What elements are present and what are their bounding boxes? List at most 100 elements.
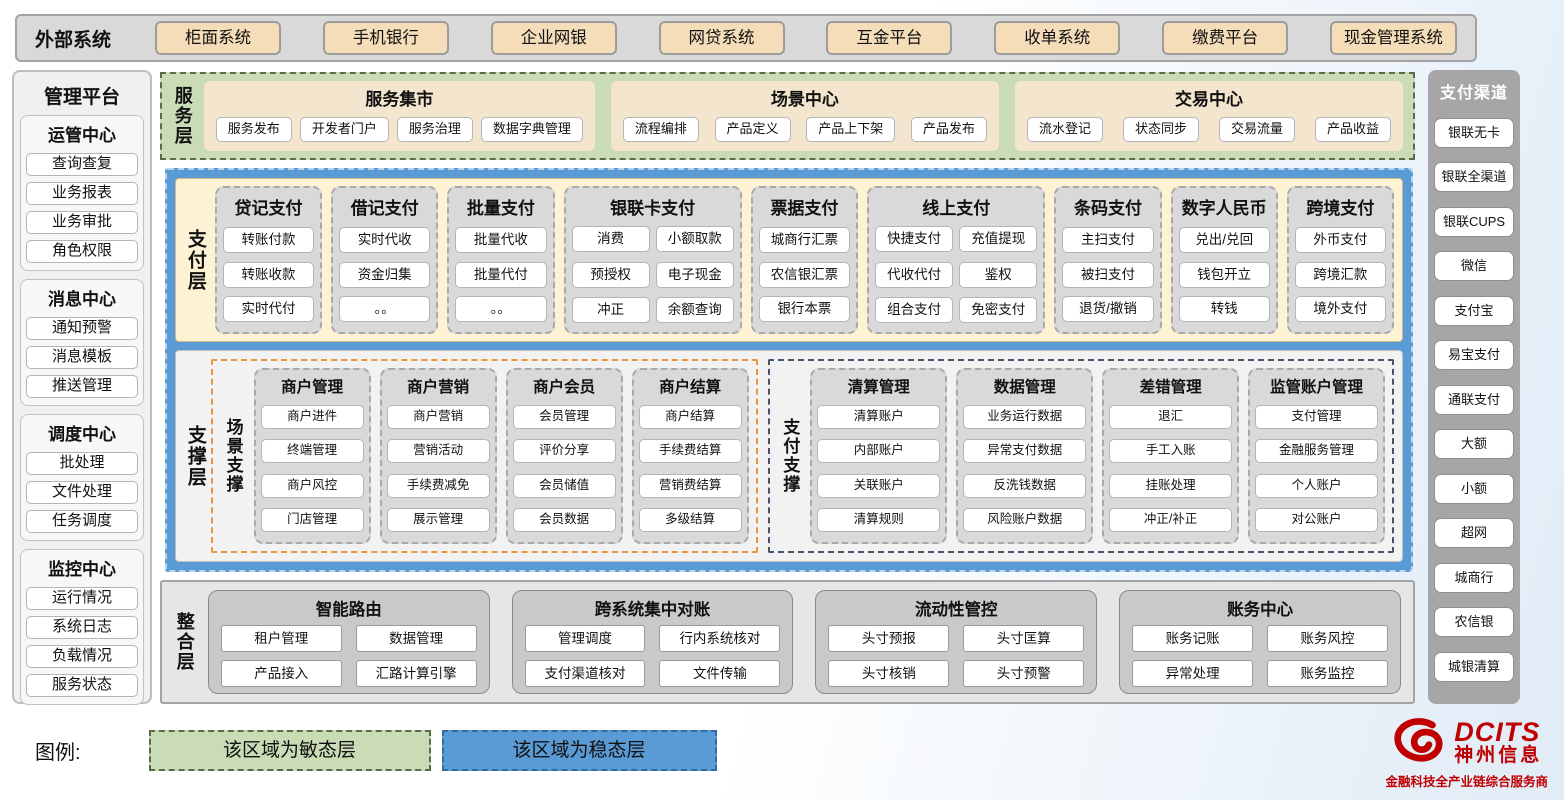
- service-item-button[interactable]: 交易流量: [1218, 116, 1295, 142]
- management-item-button[interactable]: 通知预警: [26, 317, 138, 340]
- support-item-button[interactable]: 手续费结算: [638, 439, 742, 464]
- payment-channel-button[interactable]: 银联CUPS: [1434, 206, 1514, 237]
- support-item-button[interactable]: 反洗钱数据: [963, 473, 1087, 498]
- payment-channel-button[interactable]: 超网: [1434, 518, 1514, 548]
- support-item-button[interactable]: 终端管理: [260, 439, 364, 464]
- integration-item-button[interactable]: 异常处理: [1132, 660, 1254, 687]
- management-item-button[interactable]: 任务调度: [26, 510, 138, 533]
- support-item-button[interactable]: 手续费减免: [386, 473, 490, 498]
- payment-item-button[interactable]: 外币支付: [1294, 226, 1386, 253]
- payment-item-button[interactable]: 电子现金: [655, 261, 734, 288]
- payment-item-button[interactable]: 转账收款: [222, 261, 315, 288]
- integration-item-button[interactable]: 账务记账: [1132, 625, 1254, 652]
- payment-item-button[interactable]: 退货/撤销: [1062, 296, 1154, 323]
- payment-item-button[interactable]: 实时代付: [222, 296, 315, 323]
- payment-item-button[interactable]: 批量代付: [455, 261, 547, 288]
- payment-item-button[interactable]: 实时代收: [339, 226, 431, 253]
- payment-channel-button[interactable]: 城银清算: [1434, 651, 1514, 682]
- support-item-button[interactable]: 异常支付数据: [963, 439, 1087, 464]
- payment-channel-button[interactable]: 农信银: [1434, 607, 1514, 637]
- payment-item-button[interactable]: 兑出/兑回: [1178, 226, 1270, 253]
- payment-channel-button[interactable]: 城商行: [1434, 562, 1514, 593]
- support-item-button[interactable]: 清算规则: [817, 507, 941, 532]
- payment-item-button[interactable]: 转钱: [1178, 296, 1270, 323]
- payment-channel-button[interactable]: 银联全渠道: [1434, 162, 1514, 192]
- support-item-button[interactable]: 挂账处理: [1109, 473, 1233, 498]
- payment-item-button[interactable]: 农信银汇票: [758, 261, 851, 288]
- payment-item-button[interactable]: 小额取款: [655, 226, 734, 253]
- management-item-button[interactable]: 负载情况: [26, 645, 138, 668]
- integration-item-button[interactable]: 汇路计算引擎: [355, 660, 477, 687]
- external-system-button[interactable]: 缴费平台: [1162, 21, 1289, 55]
- payment-item-button[interactable]: 主扫支付: [1062, 226, 1154, 253]
- payment-item-button[interactable]: 冲正: [571, 296, 650, 323]
- service-item-button[interactable]: 状态同步: [1122, 116, 1199, 142]
- integration-item-button[interactable]: 头寸匡算: [963, 625, 1085, 652]
- payment-item-button[interactable]: 批量代收: [455, 226, 547, 253]
- payment-channel-button[interactable]: 通联支付: [1434, 384, 1514, 415]
- integration-item-button[interactable]: 头寸预报: [828, 625, 950, 652]
- payment-item-button[interactable]: 鉴权: [959, 261, 1038, 288]
- integration-item-button[interactable]: 产品接入: [220, 660, 342, 687]
- support-item-button[interactable]: 会员储值: [512, 473, 616, 498]
- support-item-button[interactable]: 会员管理: [512, 405, 616, 430]
- support-item-button[interactable]: 清算账户: [817, 405, 941, 430]
- support-item-button[interactable]: 内部账户: [817, 439, 941, 464]
- management-item-button[interactable]: 系统日志: [26, 616, 138, 639]
- support-item-button[interactable]: 营销费结算: [638, 473, 742, 498]
- management-item-button[interactable]: 角色权限: [26, 240, 138, 263]
- payment-channel-button[interactable]: 大额: [1434, 429, 1514, 459]
- payment-item-button[interactable]: 银行本票: [758, 296, 851, 323]
- external-system-button[interactable]: 手机银行: [322, 21, 449, 55]
- service-item-button[interactable]: 流水登记: [1026, 116, 1103, 142]
- support-item-button[interactable]: 对公账户: [1255, 507, 1379, 532]
- payment-item-button[interactable]: 消费: [571, 226, 650, 253]
- integration-item-button[interactable]: 数据管理: [355, 625, 477, 652]
- integration-item-button[interactable]: 文件传输: [659, 660, 781, 687]
- payment-item-button[interactable]: 充值提现: [959, 226, 1038, 253]
- support-item-button[interactable]: 冲正/补正: [1109, 507, 1233, 532]
- payment-item-button[interactable]: 余额查询: [655, 296, 734, 323]
- payment-item-button[interactable]: 快捷支付: [875, 226, 954, 253]
- support-item-button[interactable]: 评价分享: [512, 439, 616, 464]
- payment-item-button[interactable]: 免密支付: [959, 296, 1038, 323]
- service-item-button[interactable]: 服务发布: [215, 116, 292, 142]
- payment-item-button[interactable]: 代收代付: [875, 261, 954, 288]
- external-system-button[interactable]: 网贷系统: [658, 21, 785, 55]
- external-system-button[interactable]: 现金管理系统: [1329, 21, 1457, 55]
- management-item-button[interactable]: 业务审批: [26, 211, 138, 234]
- external-system-button[interactable]: 互金平台: [826, 21, 953, 55]
- support-item-button[interactable]: 营销活动: [386, 439, 490, 464]
- support-item-button[interactable]: 金融服务管理: [1255, 439, 1379, 464]
- management-item-button[interactable]: 查询查复: [26, 153, 138, 176]
- payment-channel-button[interactable]: 小额: [1434, 473, 1514, 504]
- integration-item-button[interactable]: 头寸预警: [963, 660, 1085, 687]
- support-item-button[interactable]: 业务运行数据: [963, 405, 1087, 430]
- external-system-button[interactable]: 企业网银: [490, 21, 617, 55]
- service-item-button[interactable]: 服务治理: [396, 116, 473, 142]
- service-item-button[interactable]: 产品定义: [714, 116, 791, 142]
- support-item-button[interactable]: 退汇: [1109, 405, 1233, 430]
- external-system-button[interactable]: 收单系统: [994, 21, 1121, 55]
- payment-channel-button[interactable]: 支付宝: [1434, 295, 1514, 326]
- payment-item-button[interactable]: 。。: [455, 296, 547, 323]
- support-item-button[interactable]: 风险账户数据: [963, 507, 1087, 532]
- support-item-button[interactable]: 商户营销: [386, 405, 490, 430]
- integration-item-button[interactable]: 行内系统核对: [659, 625, 781, 652]
- support-item-button[interactable]: 商户风控: [260, 473, 364, 498]
- service-item-button[interactable]: 产品上下架: [806, 116, 896, 142]
- payment-item-button[interactable]: 预授权: [571, 261, 650, 288]
- payment-item-button[interactable]: 资金归集: [339, 261, 431, 288]
- payment-item-button[interactable]: 。。: [339, 296, 431, 323]
- payment-item-button[interactable]: 转账付款: [222, 226, 315, 253]
- payment-item-button[interactable]: 境外支付: [1294, 296, 1386, 323]
- service-item-button[interactable]: 流程编排: [622, 116, 699, 142]
- service-item-button[interactable]: 开发者门户: [299, 116, 389, 142]
- integration-item-button[interactable]: 租户管理: [220, 625, 342, 652]
- integration-item-button[interactable]: 管理调度: [524, 625, 646, 652]
- payment-item-button[interactable]: 跨境汇款: [1294, 261, 1386, 288]
- support-item-button[interactable]: 多级结算: [638, 507, 742, 532]
- support-item-button[interactable]: 支付管理: [1255, 405, 1379, 430]
- payment-item-button[interactable]: 城商行汇票: [758, 226, 851, 253]
- support-item-button[interactable]: 关联账户: [817, 473, 941, 498]
